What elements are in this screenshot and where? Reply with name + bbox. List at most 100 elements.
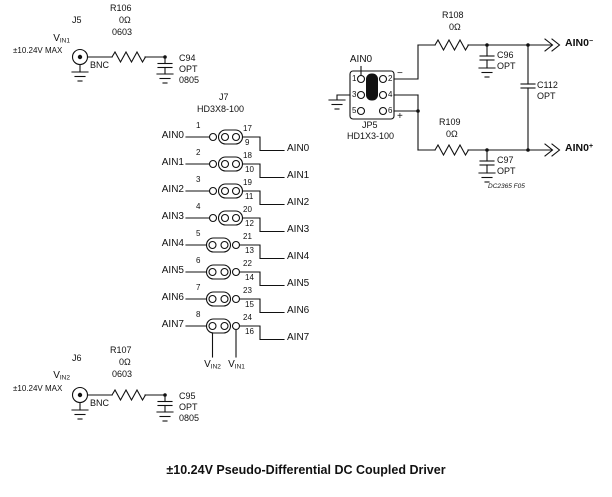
resistor-footprint-r106: 0603 (112, 27, 133, 37)
j7-row-symbol (185, 156, 285, 179)
resistor-r108-symbol (434, 38, 470, 52)
pin-number: 2 (388, 74, 393, 83)
net-label-left: AIN0 (161, 129, 184, 141)
net-label-right: AIN3 (287, 224, 310, 235)
capacitor-value-c95: OPT (179, 402, 198, 412)
pin-number: 1 (352, 74, 357, 83)
resistor-value-r107: 0Ω (119, 357, 131, 367)
capacitor-ref-c96: C96 (497, 50, 514, 60)
output-label-ain0-minus: AIN0− (565, 37, 594, 49)
rating-label-j6: ±10.24V MAX (13, 384, 63, 393)
capacitor-ref-c95: C95 (179, 391, 196, 401)
ground-symbol (156, 73, 174, 84)
header-ref-j7: J7 (219, 92, 229, 102)
pin-number: 10 (245, 165, 254, 174)
j7-row-symbol (185, 237, 285, 260)
jumper-part-jp5: HD1X3-100 (347, 131, 395, 141)
bus-label-vin2: VIN2 (204, 359, 221, 371)
pin-number: 13 (245, 246, 254, 255)
resistor-r106-symbol (111, 50, 147, 64)
net-label-left: AIN2 (161, 183, 184, 195)
net-label-right: AIN0 (287, 143, 310, 154)
capacitor-value-c94: OPT (179, 64, 198, 74)
bnc-connector-j6-symbol (71, 386, 89, 411)
output-arrow-ain0-minus (544, 38, 561, 52)
net-label-right: AIN2 (287, 197, 310, 208)
net-label-right: AIN6 (287, 305, 310, 316)
capacitor-footprint-c95: 0805 (179, 413, 200, 423)
connector-ref-j5: J5 (72, 15, 82, 25)
header-part-j7: HD3X8-100 (197, 104, 245, 114)
pin-number: 4 (196, 202, 201, 211)
ground-symbol (328, 99, 346, 110)
j7-row-symbol (185, 318, 285, 341)
capacitor-c112-symbol (520, 44, 536, 151)
pin-number: 14 (245, 273, 254, 282)
net-label-right: AIN5 (287, 278, 310, 289)
j7-row-symbol (185, 210, 285, 233)
net-label-vin2: VIN2 (53, 370, 70, 382)
j7-row-symbol (185, 183, 285, 206)
pin-number: 22 (243, 259, 252, 268)
capacitor-c97-symbol (479, 149, 495, 174)
net-label-left: AIN5 (161, 264, 184, 276)
pin-number: 1 (196, 121, 201, 130)
resistor-ref-r107: R107 (110, 345, 132, 355)
pin-number: 3 (352, 90, 357, 99)
pin-number: 16 (245, 327, 254, 336)
capacitor-value-c112: OPT (537, 91, 556, 101)
ground-symbol (156, 411, 174, 422)
net-label-left: AIN1 (161, 156, 184, 168)
resistor-value-r106: 0Ω (119, 15, 131, 25)
net-label-ain0-jp5: AIN0 (349, 54, 373, 65)
net-label-vin1: VIN1 (53, 33, 70, 45)
pin-number: 20 (243, 205, 252, 214)
resistor-ref-r106: R106 (110, 3, 132, 13)
pin-number: 21 (243, 232, 252, 241)
capacitor-ref-c94: C94 (179, 53, 196, 63)
pin-number: 23 (243, 286, 252, 295)
resistor-r109-symbol (434, 143, 470, 157)
rating-label-j5: ±10.24V MAX (13, 46, 63, 55)
polarity-minus-label: − (397, 68, 403, 79)
pin-number: 6 (388, 106, 393, 115)
ground-symbol (478, 67, 496, 78)
capacitor-c96-symbol (479, 44, 495, 69)
net-label-left: AIN3 (161, 210, 184, 222)
capacitor-value-c96: OPT (497, 61, 516, 71)
capacitor-value-c97: OPT (497, 166, 516, 176)
pin-number: 8 (196, 310, 201, 319)
pin-number: 18 (243, 151, 252, 160)
pin-number: 24 (243, 313, 252, 322)
pin-number: 11 (245, 192, 254, 201)
ground-symbol (478, 172, 496, 183)
jumper-ref-jp5: JP5 (362, 120, 378, 130)
connector-ref-j6: J6 (72, 353, 82, 363)
header-j7-symbol (185, 129, 285, 358)
ground-symbol (71, 409, 89, 420)
ground-symbol (71, 71, 89, 82)
polarity-plus-label: + (397, 111, 403, 122)
bus-label-vin1: VIN1 (228, 359, 245, 371)
net-label-right: AIN4 (287, 251, 310, 262)
figure-footnote: DC2365 F05 (488, 183, 525, 190)
pin-number: 3 (196, 175, 201, 184)
pin-number: 4 (388, 90, 393, 99)
pin-number: 12 (245, 219, 254, 228)
j7-row-symbol (185, 129, 285, 152)
net-label-right: AIN7 (287, 332, 310, 343)
resistor-footprint-r107: 0603 (112, 369, 133, 379)
capacitor-c95-symbol (157, 394, 173, 413)
j7-row-symbol (185, 264, 285, 287)
junction-dot (526, 148, 530, 152)
net-label-left: AIN4 (161, 237, 184, 249)
capacitor-ref-c112: C112 (537, 80, 558, 90)
jumper-jp5-symbol (336, 44, 420, 151)
pin-number: 7 (196, 283, 201, 292)
capacitor-c94-symbol (157, 56, 173, 75)
net-label-left: AIN6 (161, 291, 184, 303)
net-label-right: AIN1 (287, 170, 310, 181)
resistor-r107-symbol (111, 388, 147, 402)
resistor-ref-r109: R109 (439, 117, 461, 127)
